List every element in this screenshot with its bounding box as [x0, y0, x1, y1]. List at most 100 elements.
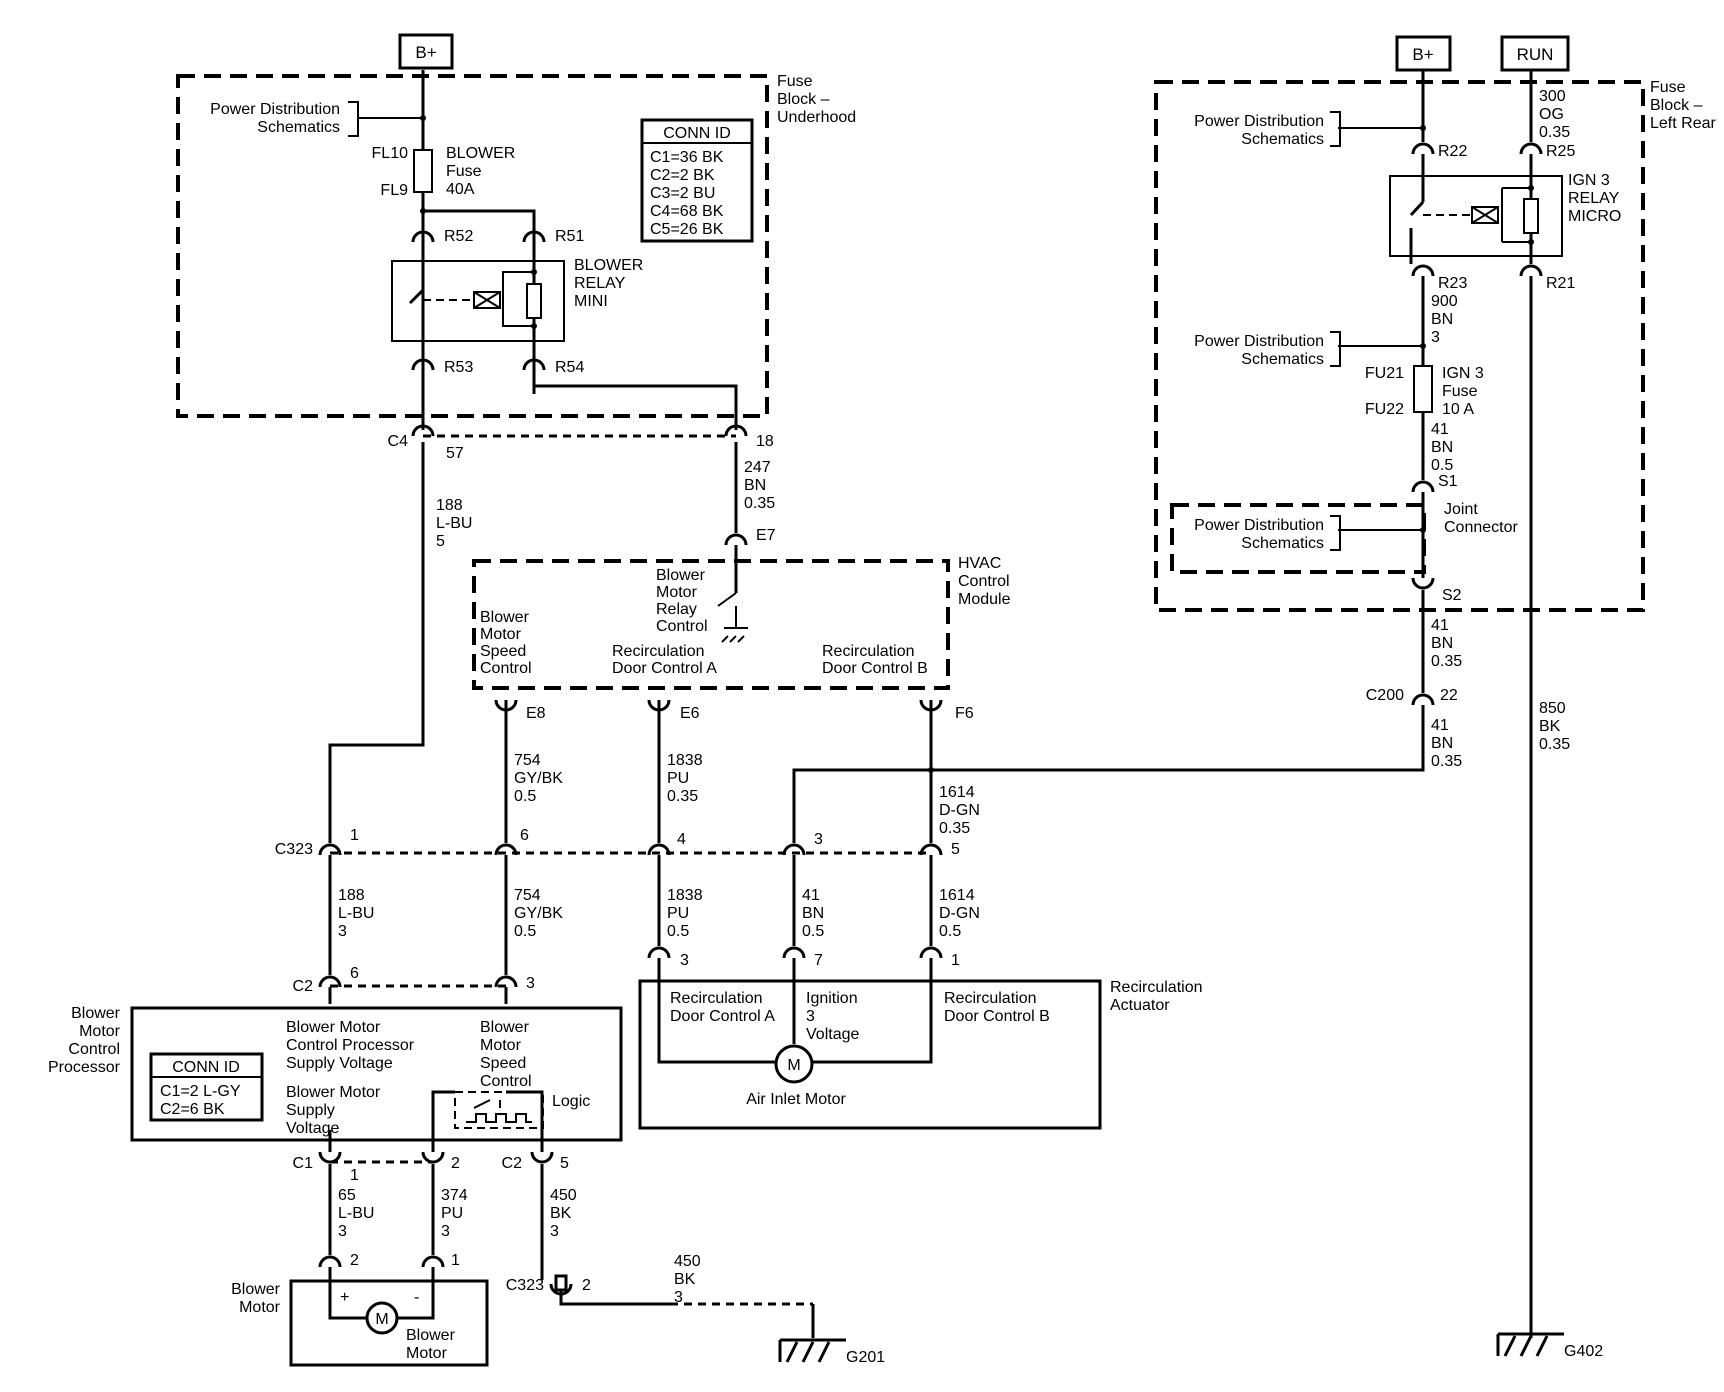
blower-motor: Blower Motor 2 1 + - M Blower Motor: [231, 1252, 489, 1367]
svg-text:3: 3: [1431, 329, 1440, 346]
svg-text:Blower: Blower: [406, 1327, 456, 1344]
svg-text:0.35: 0.35: [1539, 736, 1570, 753]
svg-text:L-BU: L-BU: [436, 515, 472, 532]
svg-text:Blower: Blower: [480, 609, 530, 626]
svg-text:BLOWER: BLOWER: [574, 257, 643, 274]
wires: [328, 70, 1533, 1338]
wire-label-188-bot: 188 L-BU 3: [338, 887, 374, 940]
svg-text:C2=6 BK: C2=6 BK: [160, 1101, 225, 1118]
wire-label-374: 374 PU 3: [441, 1187, 468, 1240]
svg-text:L-BU: L-BU: [338, 1205, 374, 1222]
svg-text:BN: BN: [802, 905, 824, 922]
svg-text:FU21: FU21: [1365, 365, 1404, 382]
svg-text:754: 754: [514, 752, 541, 769]
svg-text:R51: R51: [555, 228, 584, 245]
svg-text:Control: Control: [68, 1041, 120, 1058]
svg-text:374: 374: [441, 1187, 468, 1204]
svg-text:3: 3: [806, 1008, 815, 1025]
svg-text:R25: R25: [1546, 143, 1575, 160]
svg-text:C323: C323: [506, 1277, 544, 1294]
svg-text:Block –: Block –: [777, 91, 830, 108]
svg-text:D-GN: D-GN: [939, 802, 980, 819]
svg-text:PU: PU: [667, 770, 689, 787]
svg-text:2: 2: [582, 1277, 591, 1294]
svg-text:0.35: 0.35: [1431, 653, 1462, 670]
svg-text:Motor: Motor: [239, 1299, 281, 1316]
svg-text:Air Inlet Motor: Air Inlet Motor: [746, 1091, 846, 1108]
svg-text:Control: Control: [656, 618, 708, 635]
connector-c323-ground: C323 2: [506, 1274, 591, 1296]
svg-text:41: 41: [802, 887, 820, 904]
svg-text:3: 3: [338, 1223, 347, 1240]
svg-text:Recirculation: Recirculation: [670, 990, 762, 1007]
svg-text:F6: F6: [955, 705, 974, 722]
wire-label-850: 850 BK 0.35: [1539, 700, 1570, 753]
svg-text:GY/BK: GY/BK: [514, 905, 563, 922]
svg-text:450: 450: [674, 1253, 701, 1270]
wire-label-450b: 450 BK 3: [674, 1253, 701, 1306]
svg-text:Power Distribution: Power Distribution: [1194, 517, 1324, 534]
ign3-relay-micro: IGN 3 RELAY MICRO: [1389, 172, 1621, 257]
pds-bracket-rear-3: Power Distribution Schematics: [1194, 515, 1341, 552]
hvac-control-module: HVAC Control Module E7 Blower Motor Rela…: [480, 527, 1011, 722]
svg-text:3: 3: [814, 831, 823, 848]
wire-label-1614-top: 1614 D-GN 0.35: [939, 784, 980, 837]
svg-text:C200: C200: [1366, 687, 1404, 704]
svg-text:3: 3: [680, 952, 689, 969]
svg-text:2: 2: [350, 1252, 359, 1269]
svg-text:Power Distribution: Power Distribution: [210, 101, 340, 118]
svg-text:4: 4: [677, 831, 686, 848]
svg-text:CONN ID: CONN ID: [663, 125, 731, 142]
svg-text:300: 300: [1539, 88, 1566, 105]
svg-text:S2: S2: [1442, 587, 1462, 604]
svg-text:0.35: 0.35: [1431, 753, 1462, 770]
pds-bracket-rear-1: Power Distribution Schematics: [1194, 111, 1341, 148]
svg-text:Motor: Motor: [656, 584, 698, 601]
logic-switch: Logic: [454, 1091, 590, 1129]
svg-text:C3=2 BU: C3=2 BU: [650, 185, 715, 202]
svg-text:C1=2 L-GY: C1=2 L-GY: [160, 1083, 241, 1100]
svg-text:Fuse: Fuse: [1650, 79, 1686, 96]
svg-text:Voltage: Voltage: [806, 1026, 859, 1043]
svg-text:3: 3: [674, 1289, 683, 1306]
svg-text:Motor: Motor: [480, 1037, 522, 1054]
svg-text:850: 850: [1539, 700, 1566, 717]
pds-bracket-rear-2: Power Distribution Schematics: [1194, 331, 1341, 368]
terminal-bplus-right: B+: [1395, 35, 1452, 72]
svg-text:BK: BK: [674, 1271, 696, 1288]
blower-motor-control-processor: Blower Motor Control Processor C2 6 3 CO…: [48, 965, 623, 1184]
svg-text:Logic: Logic: [552, 1093, 590, 1110]
svg-text:E8: E8: [526, 705, 546, 722]
ground-g201: G201: [778, 1338, 885, 1366]
svg-text:0.5: 0.5: [667, 923, 689, 940]
svg-text:Blower Motor: Blower Motor: [286, 1084, 381, 1101]
svg-text:41: 41: [1431, 617, 1449, 634]
svg-text:RUN: RUN: [1517, 45, 1554, 64]
svg-text:Motor: Motor: [480, 626, 522, 643]
fuse-block-left-rear: Fuse Block – Left Rear Power Distributio…: [1194, 79, 1716, 604]
svg-text:Supply: Supply: [286, 1102, 335, 1119]
wire-label-188-top: 188 L-BU 5: [436, 497, 472, 550]
air-inlet-motor-symbol: M: [774, 1044, 814, 1084]
svg-text:22: 22: [1440, 687, 1458, 704]
svg-text:3: 3: [441, 1223, 450, 1240]
svg-text:R53: R53: [444, 359, 473, 376]
svg-text:BN: BN: [744, 477, 766, 494]
wire-label-300: 300 OG 0.35: [1539, 88, 1570, 141]
svg-text:Supply Voltage: Supply Voltage: [286, 1055, 393, 1072]
svg-text:900: 900: [1431, 293, 1458, 310]
svg-text:C4=68 BK: C4=68 BK: [650, 203, 724, 220]
svg-text:Schematics: Schematics: [1241, 131, 1324, 148]
svg-text:754: 754: [514, 887, 541, 904]
svg-text:D-GN: D-GN: [939, 905, 980, 922]
svg-text:0.35: 0.35: [939, 820, 970, 837]
svg-text:IGN 3: IGN 3: [1568, 172, 1610, 189]
svg-text:Schematics: Schematics: [1241, 535, 1324, 552]
svg-text:BN: BN: [1431, 735, 1453, 752]
svg-text:Fuse: Fuse: [777, 73, 813, 90]
svg-text:Schematics: Schematics: [257, 119, 340, 136]
svg-text:BN: BN: [1431, 439, 1453, 456]
svg-text:MINI: MINI: [574, 293, 608, 310]
blower-fuse: FL10 FL9 BLOWER Fuse 40A: [372, 145, 516, 199]
svg-text:RELAY: RELAY: [1568, 190, 1620, 207]
